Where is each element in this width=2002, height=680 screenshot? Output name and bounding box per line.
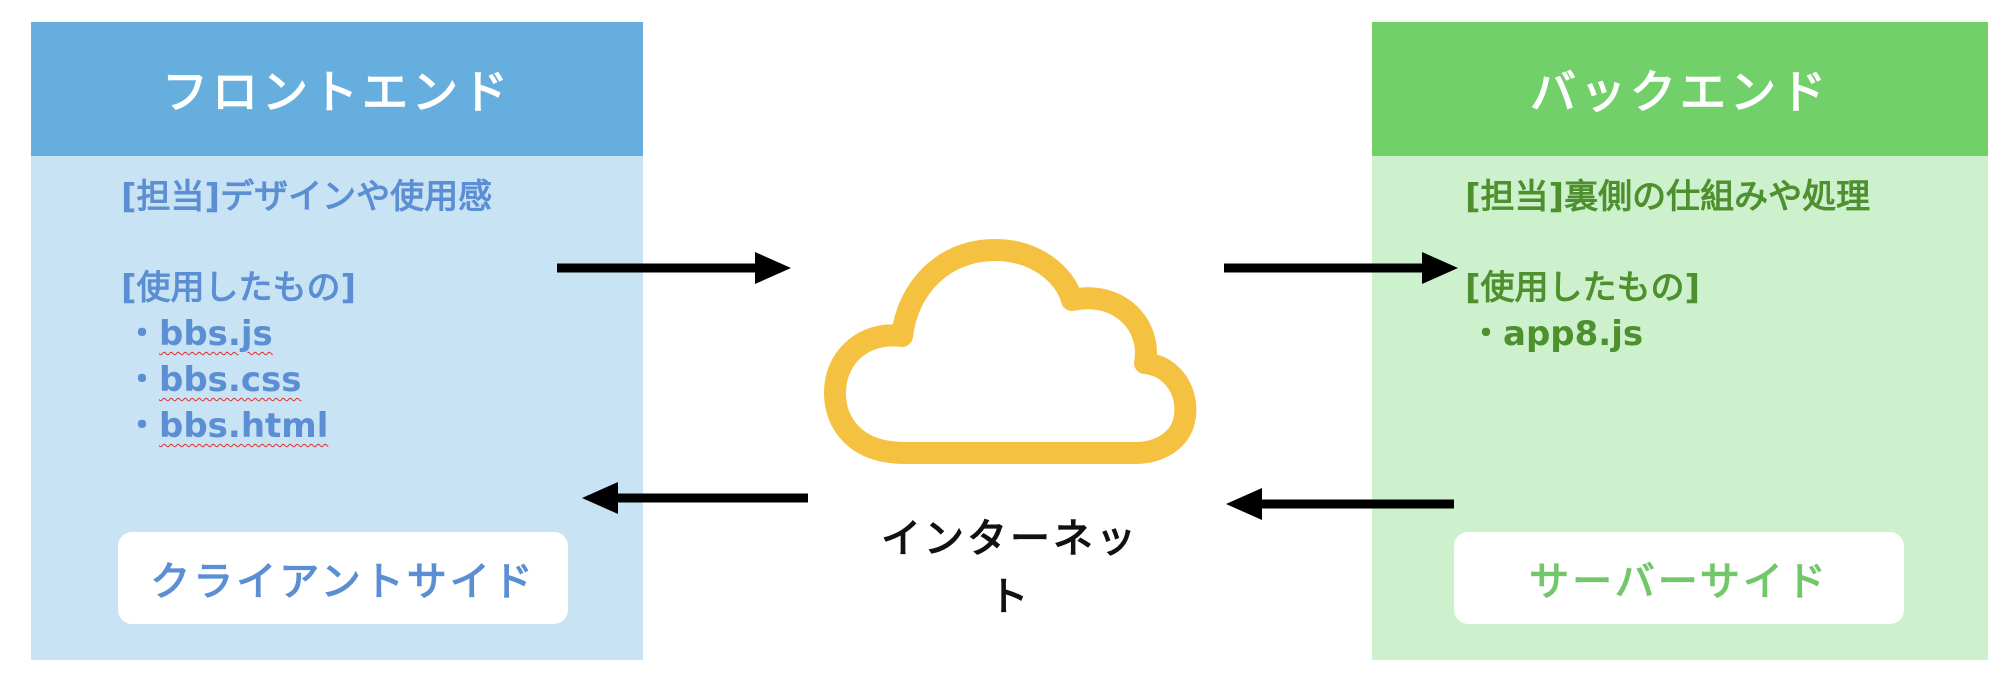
backend-panel: バックエンド [担当]裏側の仕組みや処理 [使用したもの] ・app8.js サ…	[1372, 22, 1988, 660]
bullet-icon: ・	[1469, 314, 1503, 354]
server-side-box: サーバーサイド	[1454, 532, 1904, 624]
frontend-panel: フロントエンド [担当]デザインや使用感 [使用したもの] ・bbs.js ・b…	[31, 22, 643, 660]
internet-label: インターネット	[881, 516, 1139, 620]
backend-role: [担当]裏側の仕組みや処理	[1465, 177, 1871, 217]
frontend-used-heading: [使用したもの]	[121, 268, 357, 308]
bullet-icon: ・	[125, 314, 159, 354]
list-item: ・app8.js	[1465, 311, 1870, 357]
bullet-icon: ・	[125, 406, 159, 446]
backend-used-list: ・app8.js	[1465, 311, 1870, 357]
frontend-item-bbs-js: bbs.js	[159, 314, 273, 354]
arrow-left-icon	[582, 482, 808, 514]
bullet-icon: ・	[125, 360, 159, 400]
arrow-left-icon	[1226, 488, 1454, 520]
frontend-role: [担当]デザインや使用感	[121, 177, 493, 217]
backend-item-app8-js: app8.js	[1503, 314, 1644, 354]
frontend-body: [担当]デザインや使用感 [使用したもの] ・bbs.js ・bbs.css ・…	[121, 174, 492, 449]
arrow-right-icon	[1224, 252, 1458, 284]
cloud-icon	[824, 239, 1197, 464]
backend-title: バックエンド	[1372, 22, 1988, 156]
list-item: ・bbs.css	[121, 357, 492, 403]
backend-used-heading: [使用したもの]	[1465, 268, 1701, 308]
frontend-item-bbs-html: bbs.html	[159, 406, 329, 446]
frontend-item-bbs-css: bbs.css	[159, 360, 302, 400]
client-side-box: クライアントサイド	[118, 532, 568, 624]
backend-body: [担当]裏側の仕組みや処理 [使用したもの] ・app8.js	[1465, 174, 1870, 357]
arrow-right-icon	[557, 252, 791, 284]
list-item: ・bbs.js	[121, 311, 492, 357]
frontend-title: フロントエンド	[31, 22, 643, 156]
frontend-used-list: ・bbs.js ・bbs.css ・bbs.html	[121, 311, 492, 449]
list-item: ・bbs.html	[121, 403, 492, 449]
